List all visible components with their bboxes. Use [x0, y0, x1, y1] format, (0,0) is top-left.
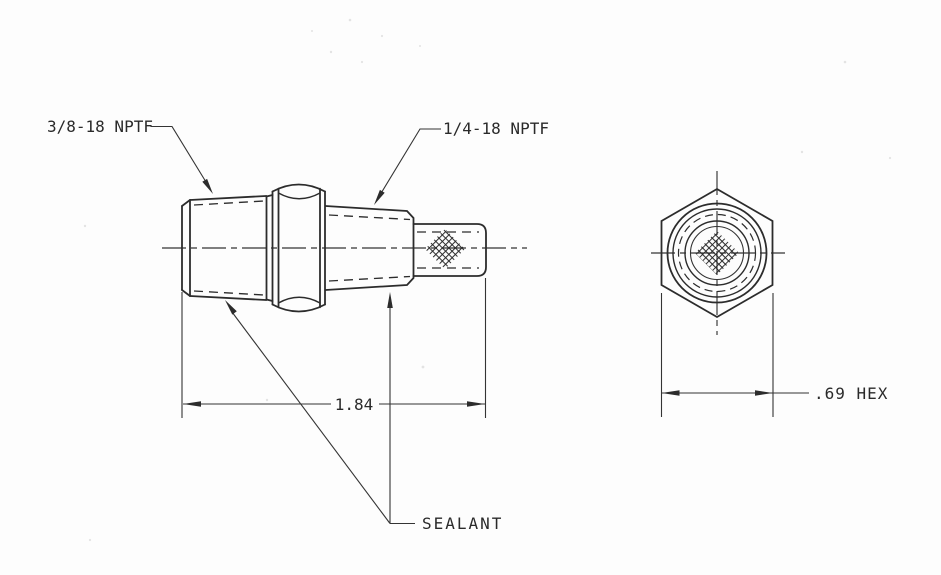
hex-outline	[660, 187, 774, 319]
sealant-label: SEALANT	[422, 514, 503, 533]
right-thread-label: 1/4-18 NPTF	[443, 119, 549, 138]
thread-root-dashed-circle	[677, 213, 757, 293]
arrowhead	[755, 390, 773, 396]
thread-root-dashed-top	[328, 214, 411, 221]
leader-diagonal	[231, 311, 391, 524]
overall-length-value: 1.84	[335, 395, 374, 414]
side-view	[162, 183, 527, 313]
thread-root-dashed-bottom	[193, 290, 265, 296]
leader-line	[378, 128, 441, 198]
thread-root-dashed-bottom	[328, 275, 411, 282]
vent-screen-crosshatch	[425, 229, 465, 269]
scan-noise	[83, 18, 892, 542]
arrowhead	[202, 178, 213, 194]
hex-body-side	[271, 183, 326, 313]
bore-circle	[684, 220, 750, 286]
dimension-hex-size: .69 HEX	[660, 293, 888, 417]
label-sealant: SEALANT	[225, 292, 503, 533]
thread-root-dashed-top	[193, 200, 265, 206]
label-left-thread: 3/8-18 NPTF	[47, 117, 213, 194]
arrowhead	[661, 390, 680, 396]
arrowhead	[183, 401, 201, 407]
arrowhead	[225, 300, 237, 315]
left-thread-label: 3/8-18 NPTF	[47, 117, 153, 136]
hex-size-value: .69 HEX	[814, 384, 888, 403]
vent-screen-crosshatch	[695, 231, 739, 275]
arrowhead	[467, 401, 485, 407]
left-thread-3-8-nptf	[181, 194, 274, 302]
arrowhead	[387, 292, 393, 308]
vent-tip	[412, 223, 487, 277]
chamfer-circle	[666, 202, 768, 304]
inner-bore-circle	[689, 225, 745, 281]
arrowhead	[374, 189, 385, 205]
label-right-thread: 1/4-18 NPTF	[374, 119, 549, 205]
dimension-overall-length: 1.84	[181, 278, 487, 418]
leader-line	[150, 125, 207, 183]
thread-major-circle	[672, 208, 762, 298]
end-view	[651, 171, 785, 335]
right-thread-1-4-nptf	[324, 205, 415, 291]
